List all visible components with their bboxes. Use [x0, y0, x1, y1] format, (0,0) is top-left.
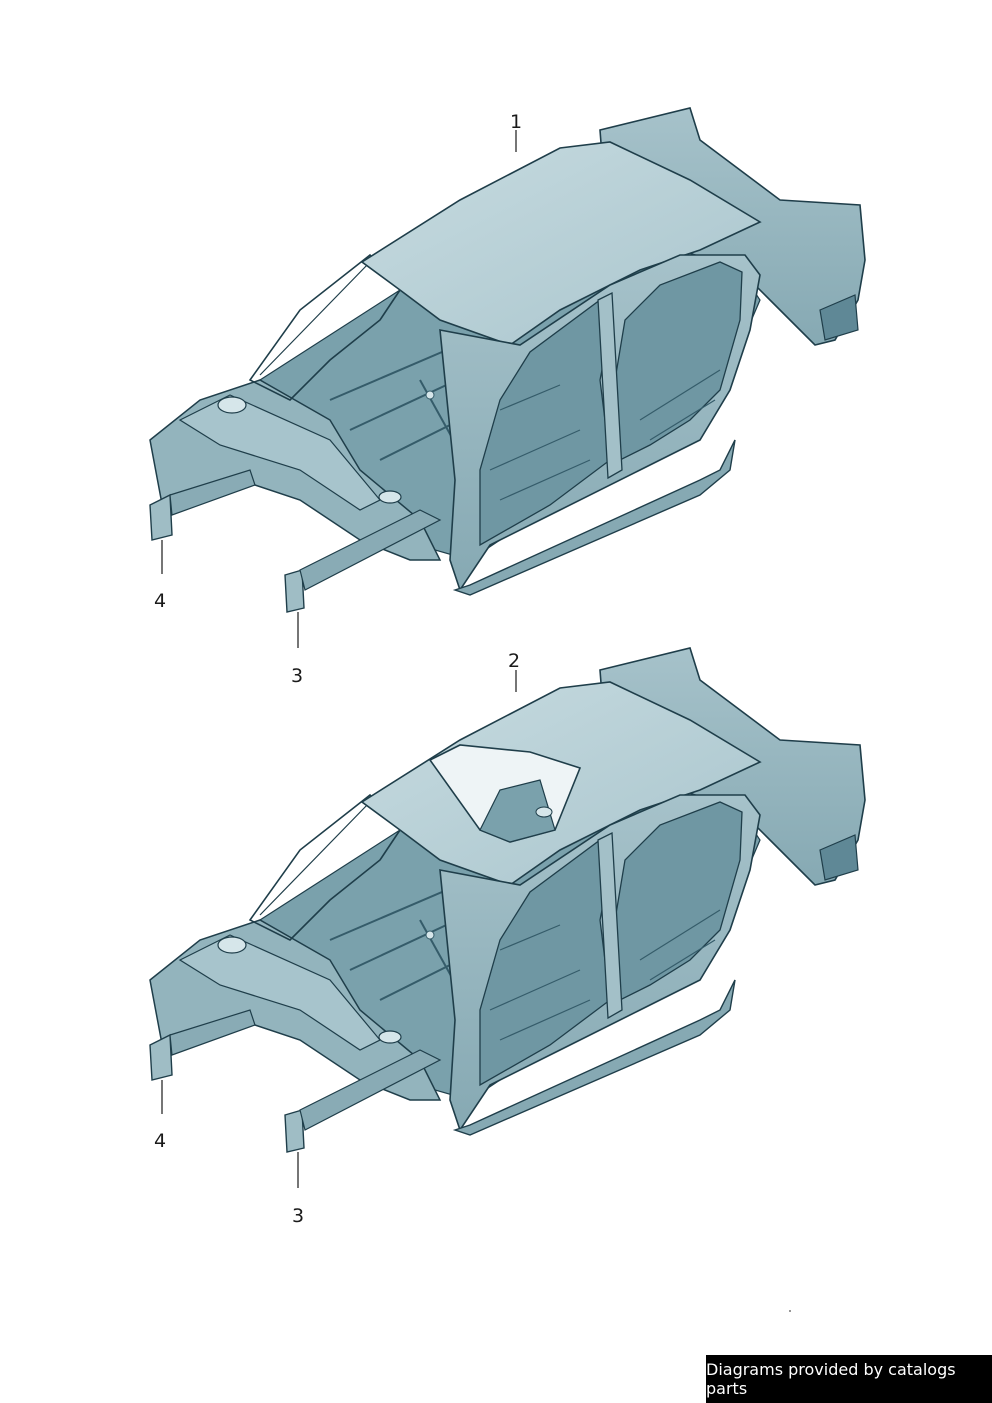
- attribution-text: Diagrams provided by catalogs parts: [706, 1360, 956, 1398]
- body-shell-1: [149, 107, 866, 648]
- callout-2: 2: [508, 650, 521, 672]
- callout-3: 3: [292, 1205, 305, 1227]
- attribution-banner: Diagrams provided by catalogs parts: [706, 1355, 992, 1403]
- callout-3: 3: [291, 665, 304, 687]
- callout-4: 4: [154, 1130, 167, 1152]
- callout-1: 1: [510, 111, 523, 133]
- stray-dot: [789, 1310, 791, 1312]
- callout-4: 4: [154, 590, 167, 612]
- body-shell-2: [149, 647, 866, 1188]
